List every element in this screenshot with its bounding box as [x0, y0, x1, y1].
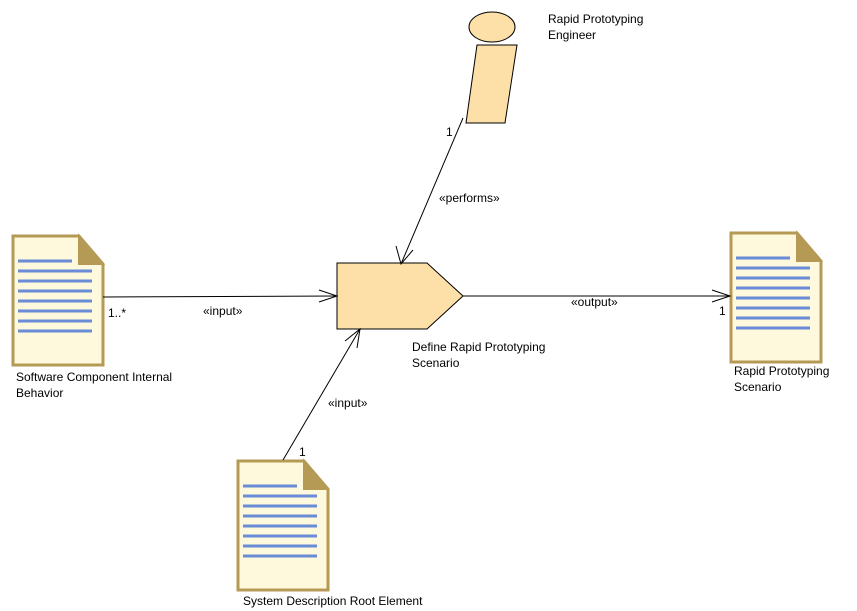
arrowhead [344, 327, 361, 349]
software-component-label-line2: Behavior [16, 386, 63, 400]
work-product-rapid-prototyping-scenario[interactable]: Rapid Prototyping Scenario [729, 230, 829, 394]
input-software-stereotype: «input» [203, 304, 243, 318]
performs-stereotype: «performs» [439, 191, 500, 205]
role-rapid-prototyping-engineer[interactable]: Rapid Prototyping Engineer [465, 11, 643, 124]
role-head [468, 11, 516, 43]
input-system-stereotype: «input» [328, 396, 368, 410]
input-system-multiplicity: 1 [299, 445, 306, 459]
arrowhead [395, 245, 414, 266]
arrowhead [711, 289, 732, 303]
task-define-rapid-prototyping-scenario[interactable]: Define Rapid Prototyping Scenario [336, 262, 545, 370]
role-label-line2: Engineer [548, 28, 596, 42]
role-body [465, 44, 518, 124]
connector-performs[interactable]: 1 «performs» [395, 117, 500, 266]
document-icon [729, 230, 824, 364]
work-product-system-description-root-element[interactable]: System Description Root Element [236, 458, 423, 608]
system-description-label: System Description Root Element [243, 594, 423, 608]
task-shape [336, 262, 464, 330]
output-multiplicity: 1 [719, 304, 726, 318]
performs-multiplicity: 1 [446, 125, 453, 139]
software-component-label-line1: Software Component Internal [16, 370, 172, 384]
output-scenario-label-line1: Rapid Prototyping [734, 364, 829, 378]
output-stereotype: «output» [571, 295, 618, 309]
connector-input-software-component[interactable]: 1..* «input» [102, 289, 339, 320]
connector-output[interactable]: 1 «output» [463, 289, 732, 318]
document-icon [11, 233, 106, 367]
work-product-software-component-internal-behavior[interactable]: Software Component Internal Behavior [11, 233, 172, 400]
task-label-line2: Scenario [412, 356, 460, 370]
document-icon [236, 458, 331, 592]
task-label-line1: Define Rapid Prototyping [412, 340, 545, 354]
connector-input-system-description[interactable]: 1 «input» [282, 327, 368, 461]
output-scenario-label-line2: Scenario [734, 380, 782, 394]
input-software-multiplicity: 1..* [108, 306, 126, 320]
role-label-line1: Rapid Prototyping [548, 12, 643, 26]
arrowhead [318, 289, 339, 303]
